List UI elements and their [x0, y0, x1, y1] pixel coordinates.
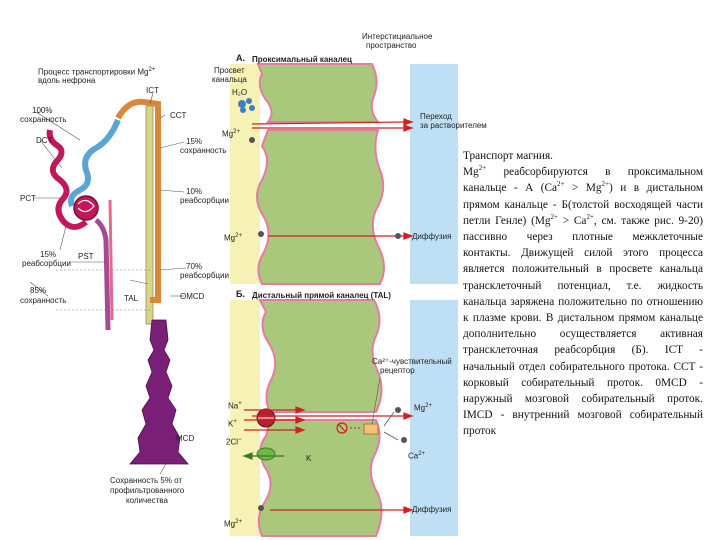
panel-b-lumen [230, 300, 260, 536]
glomerulus [73, 195, 99, 221]
panel-b-diagram [230, 299, 458, 537]
label-pst: PST [78, 252, 94, 261]
panel-a-transfer-1: Переход [420, 112, 452, 121]
panel-a-transfer-2: за растворителем [420, 121, 487, 130]
label-mcd: MCD [176, 434, 195, 443]
panel-b-na: Na+ [228, 401, 242, 411]
panel-a-cell-lower [256, 129, 385, 285]
panel-b-ca-right: Ca2+ [408, 451, 426, 461]
label-100pct: 100% [32, 106, 53, 115]
panel-b-title: Дистальный прямой каналец (TAL) [252, 291, 391, 300]
panel-a-mg-bottom: Mg2+ [224, 233, 242, 243]
description-text: Транспорт магния. Mg2+ реабсорбируются в… [463, 150, 703, 438]
label-omcd: OMCD [180, 292, 205, 301]
panel-a-mg-top: Mg2+ [222, 129, 240, 139]
label-pct: PCT [20, 194, 36, 203]
label-tal: TAL [124, 294, 139, 303]
label-cct: CCT [170, 111, 187, 120]
panel-a-title: Проксимальный каналец [252, 55, 352, 64]
panel-b-k-mid: K [306, 454, 312, 463]
label-70pct-reabs: реабсорбции [180, 271, 229, 280]
label-85pct: 85% [30, 286, 47, 295]
label-15pct-a: 15% [186, 137, 203, 146]
label-15pct-b-reabs: реабсорбции [22, 259, 71, 268]
panel-a-lumen [230, 64, 260, 284]
tal-segment [145, 105, 154, 325]
nephron-title-2: вдоль нефрона [38, 76, 96, 85]
panel-b-mg-right: Mg2+ [414, 403, 432, 413]
pst-segment [94, 218, 111, 331]
panel-b-cell-upper [258, 299, 383, 413]
panel-a-interstitium-1: Интерстициальное [362, 32, 433, 41]
panel-b-mg-bottom: Mg2+ [224, 519, 242, 529]
panel-a-diffusion: Диффузия [412, 232, 452, 241]
panel-b-receptor-1: Ca²⁺-чувствительный [372, 357, 452, 366]
panel-b-interstitium [410, 300, 458, 536]
panel-b-cl: 2Cl− [226, 437, 242, 447]
panel-a-cell-upper [256, 63, 381, 123]
pct-segment [46, 129, 88, 230]
panel-a-interstitium-2: пространство [366, 41, 417, 50]
label-10pct-reabs: реабсорбции [180, 196, 229, 205]
dct-segment [68, 118, 121, 208]
label-100pct-sohr: сохранность [20, 115, 67, 124]
label-bottom-1: Сохранность 5% от [110, 476, 183, 485]
panel-b-diffusion: Диффузия [412, 505, 452, 514]
label-15pct-a-sohr: сохранность [180, 146, 227, 155]
mcd-segment [129, 319, 189, 465]
label-70pct: 70% [186, 262, 203, 271]
label-15pct-b: 15% [40, 250, 57, 259]
label-10pct: 10% [186, 187, 203, 196]
ca-sensing-receptor [363, 423, 379, 435]
k-channel [256, 447, 276, 461]
panel-b-k-left: K+ [228, 419, 237, 429]
label-ict: ICT [146, 86, 159, 95]
panel-a-letter: А. [236, 53, 245, 63]
label-dct: DCT [36, 136, 53, 145]
panel-a-interstitium [410, 64, 458, 284]
label-85pct-sohr: сохранность [20, 296, 67, 305]
panel-b-receptor-2: рецептор [380, 366, 415, 375]
label-bottom-3: количества [126, 496, 168, 505]
panel-a-water: H₂O [232, 88, 248, 97]
panel-b-cell-lower [257, 419, 383, 537]
nephron-diagram [29, 92, 189, 475]
label-bottom-2: профильтрованного [110, 486, 185, 495]
panel-b-letter: Б. [236, 289, 245, 299]
panel-a-lumen-2: канальца [212, 75, 247, 84]
panel-a-lumen-1: Просвет [214, 66, 245, 75]
panel-a-diagram [230, 63, 458, 285]
nephron-title: Процесс транспортировки Mg2+ [38, 67, 156, 77]
cct-segment [115, 98, 161, 303]
thin-limb [108, 199, 114, 321]
